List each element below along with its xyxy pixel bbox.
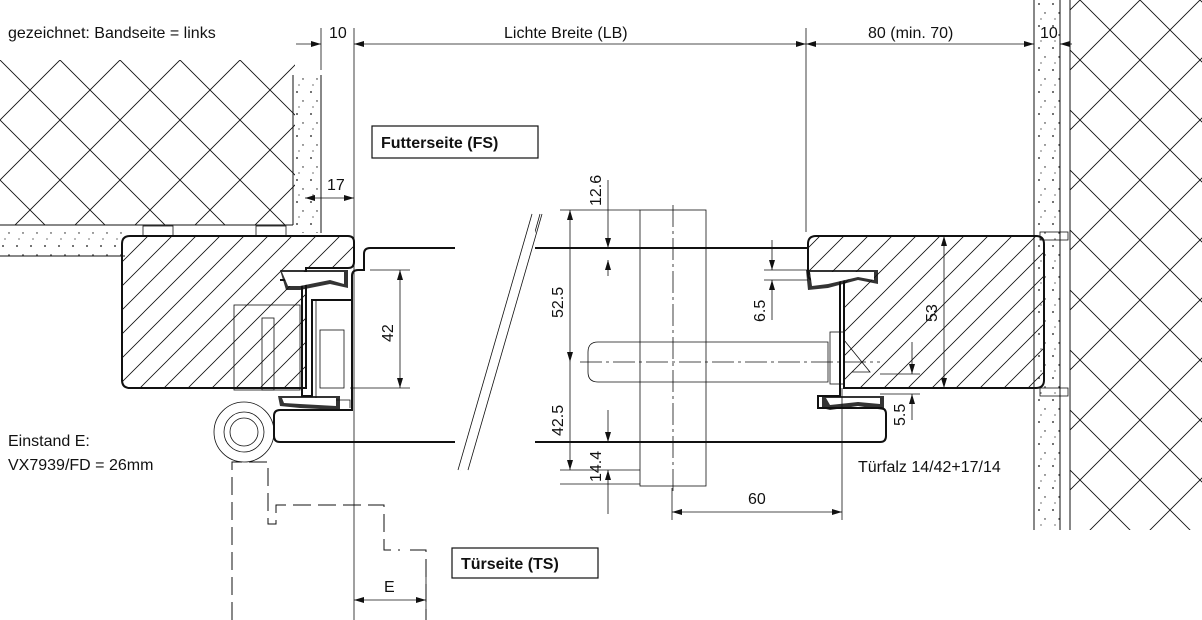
dim-14-4: 14.4 (588, 451, 605, 482)
door-leaf (273, 205, 887, 492)
dim-e: E (384, 579, 395, 596)
dim-53: 53 (924, 304, 941, 322)
futterseite-box (371, 125, 539, 159)
dim-12-6: 12.6 (588, 175, 605, 206)
dim-6-5: 6.5 (752, 300, 769, 322)
dim-80: 80 (min. 70) (868, 25, 953, 42)
dim-42: 42 (380, 324, 397, 342)
dimensions (296, 28, 1072, 620)
einstand-value: VX7939/FD = 26mm (8, 457, 153, 474)
dim-60: 60 (748, 491, 766, 508)
dim-10-left: 10 (329, 25, 347, 42)
dim-52-5: 52.5 (550, 287, 567, 318)
frame-right (806, 235, 1045, 410)
futterseite-label: Futterseite (FS) (381, 135, 498, 152)
dim-5-5: 5.5 (892, 404, 909, 426)
dim-10-right: 10 (1040, 25, 1058, 42)
tuerseite-label: Türseite (TS) (461, 556, 559, 573)
hinge (213, 401, 275, 463)
drawing-note: gezeichnet: Bandseite = links (8, 25, 216, 42)
tuerseite-box (451, 547, 599, 579)
dim-lichte-breite: Lichte Breite (LB) (504, 25, 628, 42)
tuerfalz-label: Türfalz 14/42+17/14 (858, 459, 1001, 476)
dim-42-5: 42.5 (550, 405, 567, 436)
frame-left (121, 235, 355, 410)
einstand-label: Einstand E: (8, 433, 90, 450)
wall-left (0, 60, 322, 257)
door-swing-outline (231, 461, 427, 620)
dim-17: 17 (327, 177, 345, 194)
wall-right (1033, 0, 1202, 530)
